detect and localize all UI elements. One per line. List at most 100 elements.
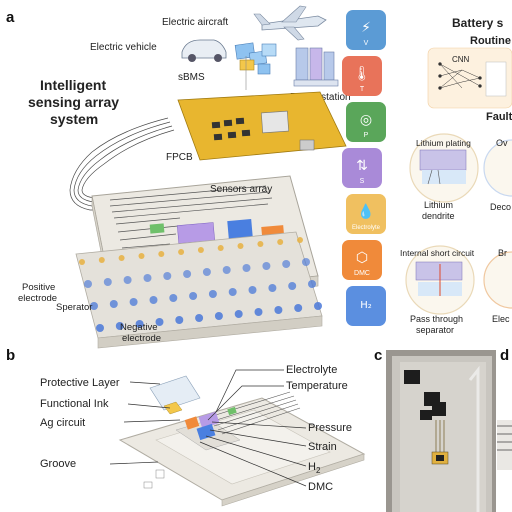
cnn-label: CNN [452,55,470,64]
protective-layer-label: Protective Layer [40,377,120,389]
sensor-green [150,223,165,233]
electrode-dot [238,243,244,249]
separator-label: Sperator [56,302,92,313]
lithium-dendrite-label-line1: Lithium [424,200,453,210]
electrode-dot [314,302,322,310]
sensor-icon-3: ⇅S [342,148,382,188]
fpcb-label: FPCB [166,152,193,163]
protective-layer [150,376,200,414]
electrode-dot [308,280,316,288]
fault-br-partial [484,252,512,308]
ag-circuit-label: Ag circuit [40,417,85,429]
svg-text:H₂: H₂ [360,300,372,311]
lithium-plating-label: Lithium plating [416,138,471,148]
electrode-dot [178,249,184,255]
sensor-icon-5: ⬡ DMC [342,240,382,280]
electrode-dot [84,280,92,288]
electrode-dot [243,264,251,272]
sensor-icon-4: 💧 Electrolyte [346,194,386,234]
sensor-icon-sub: T [360,86,365,93]
photo-ribbon-cable [497,420,512,470]
electrode-dot [110,300,118,308]
positive-electrode-label-line2: electrode [18,293,57,304]
electrode-dot [189,292,197,300]
electrode-dot [223,266,231,274]
negative-electrode-label-line1: Negative [120,322,158,333]
battery-panel-title: Battery s [452,16,504,30]
functional-ink-label: Functional Ink [40,398,109,410]
power-station-icon [294,48,338,86]
electrode-dot [195,314,203,322]
electrode-dot [144,274,152,282]
system-title-line3: system [50,111,98,127]
electrode-dot [99,257,105,263]
groove-label: Groove [40,458,76,470]
electric-aircraft-label: Electric aircraft [162,17,228,28]
svg-text:⚡: ⚡ [361,20,371,36]
sensor-icon-sub: Electrolyte [352,225,381,231]
electrolyte-label: Electrolyte [286,364,337,376]
routine-label: Routine [470,35,511,47]
sensors-array-label: Sensors array [210,184,272,195]
electrode-dot [229,288,237,296]
photo-pouch-cell [386,350,496,512]
fault-over-partial [484,140,512,196]
electrode-dot [235,310,243,318]
panel-d-label: d [500,347,509,364]
br-fragment-label: Br [498,248,507,258]
svg-text:◎: ◎ [360,112,372,128]
electrode-dot [294,304,302,312]
svg-text:💧: 💧 [357,203,374,220]
panel-a-label: a [6,9,15,26]
electrode-dot [257,241,263,247]
electrode-dot [215,312,223,320]
electrode-dot [104,278,112,286]
electrode-dot [255,308,263,316]
svg-text:🌡: 🌡 [353,66,371,82]
negative-electrode-label-line2: electrode [122,333,161,344]
sensor-icon-sub: V [364,40,369,47]
temperature-label: Temperature [286,380,348,392]
sensor-icon-sub: S [360,178,365,185]
electric-vehicle-label: Electric vehicle [90,42,157,53]
electrode-dot [163,272,171,280]
electrode-dot [297,237,303,243]
sbms-chips [235,43,276,90]
electrode-dot [119,255,125,261]
elec-fragment-label: Elec [492,314,510,324]
electrode-dot [249,286,257,294]
sensor-icon-sub: DMC [354,270,370,277]
electrode-dot [130,298,138,306]
electrode-dot [262,262,270,270]
electrode-dot [79,259,85,265]
sensor-icon-0: ⚡V [346,10,386,50]
electrode-dot [288,282,296,290]
pass-through-label-line2: separator [416,325,454,335]
electrode-dot [302,258,310,266]
electric-vehicle-icon [182,40,226,62]
internal-short-label: Internal short circuit [400,248,475,258]
sensor-icon-1: 🌡T [342,56,382,96]
electrode-dot [277,239,283,245]
positive-electrode-label-line1: Positive [22,282,55,293]
sensor-icon-sub: P [364,132,369,139]
over-fragment-label: Ov [496,138,508,148]
panel-c-label: c [374,347,382,364]
electrode-dot [124,276,132,284]
electrode-dot [218,245,224,251]
electrode-dot [282,260,290,268]
sbms-label: sBMS [178,72,205,83]
electrode-dot [198,247,204,253]
sensor-icon-2: ◎P [346,102,386,142]
electrode-dot [209,290,217,298]
sbms-pcb [178,92,346,160]
dmc-label: DMC [308,481,333,493]
electrode-dot [274,306,282,314]
system-title-line2: sensing array [28,94,119,110]
pass-through-label-line1: Pass through [410,314,463,324]
fault-label: Fault [486,111,512,123]
svg-text:⬡: ⬡ [356,250,368,266]
electrode-dot [268,284,276,292]
sensor-blue [227,219,252,239]
